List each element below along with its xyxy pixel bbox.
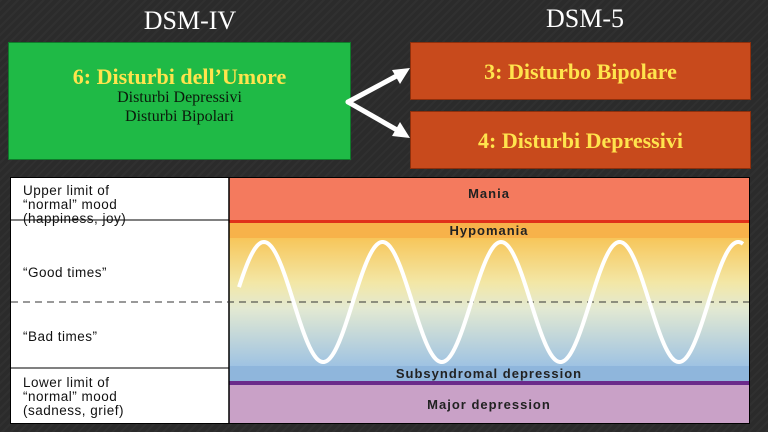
dsm-iv-header: DSM-IV <box>143 6 237 35</box>
major-depression-label: Major depression <box>427 397 551 412</box>
mood-spectrum-svg <box>11 178 749 423</box>
dsm-iv-category-title: 6: Disturbi dell’Umore <box>72 64 287 89</box>
lower-limit-line2: “normal” mood <box>23 389 118 405</box>
lower-limit-line3: (sadness, grief) <box>23 403 125 419</box>
dsm-5-bipolar-box: 3: Disturbo Bipolare <box>410 42 751 100</box>
dsm-iv-item-bipolar: Disturbi Bipolari <box>125 107 234 125</box>
lower-limit-label: Lower limit of “normal” mood (sadness, g… <box>23 375 125 419</box>
upper-limit-line1: Upper limit of <box>23 183 110 198</box>
bad-times-label: “Bad times” <box>23 329 98 344</box>
good-times-label: “Good times” <box>23 265 108 280</box>
mood-wave <box>237 239 745 365</box>
lower-limit-line <box>229 381 749 385</box>
arrow-down-head-icon <box>392 122 410 138</box>
major-depression-zone <box>229 385 749 423</box>
upper-limit-line2: “normal” mood <box>23 197 118 213</box>
mood-spectrum-diagram: Upper limit of “normal” mood (happiness,… <box>10 177 750 424</box>
dsm-5-header: DSM-5 <box>545 4 624 33</box>
split-arrows-icon <box>345 68 410 138</box>
arrow-up-line <box>345 69 407 105</box>
lower-limit-line1: Lower limit of <box>23 375 110 390</box>
hypomania-label: Hypomania <box>449 223 529 238</box>
mania-label: Mania <box>468 186 510 201</box>
dsm-5-depressive-box: 4: Disturbi Depressivi <box>410 111 751 169</box>
dsm-iv-mood-disorders-box: 6: Disturbi dell’Umore Disturbi Depressi… <box>8 42 351 160</box>
hypomania-zone <box>229 223 749 238</box>
subsyndromal-label: Subsyndromal depression <box>395 366 583 381</box>
upper-limit-line3: (happiness, joy) <box>23 211 127 227</box>
upper-limit-label: Upper limit of “normal” mood (happiness,… <box>23 183 127 227</box>
arrow-down-line <box>345 99 407 137</box>
dsm-iv-item-depressive: Disturbi Depressivi <box>117 89 242 107</box>
mania-zone <box>229 178 749 220</box>
upper-limit-line <box>229 220 749 223</box>
subsyndromal-zone <box>229 366 749 381</box>
arrow-up-head-icon <box>392 68 410 84</box>
